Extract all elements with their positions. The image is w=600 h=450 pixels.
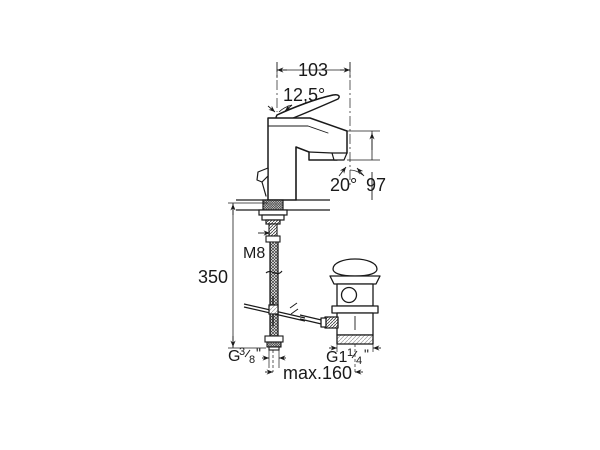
- supply-fraction-slash: [244, 349, 251, 358]
- waste-cap: [332, 258, 378, 277]
- waste-cap-flange: [329, 275, 381, 285]
- label-lever-angle: 12,5°: [283, 85, 325, 105]
- label-supply-thread-num: 3: [239, 346, 245, 358]
- label-supply-thread-quote: ": [256, 345, 261, 361]
- faucet-assembly: [256, 94, 348, 201]
- dimline-20deg-left-arrow: [338, 166, 347, 177]
- label-supply-thread-main: G: [228, 348, 240, 365]
- label-waste-thread-quote: ": [364, 346, 369, 362]
- arc-125deg: [278, 104, 293, 113]
- faucet-body: [267, 117, 348, 201]
- label-supply-thread-den: 8: [249, 354, 255, 366]
- label-lever-thread: M8: [243, 245, 265, 262]
- linkage-break-symbol: [289, 302, 299, 315]
- base-washer: [258, 209, 288, 216]
- spout-underline: [308, 151, 333, 154]
- waste-overflow-hole: [340, 286, 358, 304]
- popup-waste: [320, 258, 381, 345]
- dimline-125deg-right-arrow: [284, 104, 293, 112]
- braided-hose: [269, 241, 279, 337]
- label-waste-thread: G1 1 4 ": [326, 346, 369, 367]
- base-thread: [265, 219, 281, 225]
- popup-clamp: [268, 304, 279, 315]
- base-nut: [261, 214, 285, 221]
- hose-nut-knurl: [266, 341, 282, 348]
- label-spout-angle: 20°: [330, 175, 357, 195]
- label-waste-thread-num: 1: [347, 347, 353, 359]
- dimension-labels: 103 12,5° 20° 97 350 M8 G 3 8 " G1 1 4 ": [198, 60, 386, 383]
- body-shoulder-line: [267, 125, 329, 134]
- lift-rod-tab: [256, 167, 269, 183]
- lift-rod-stem: [261, 181, 267, 197]
- waste-outlet-thread: [336, 334, 374, 345]
- label-supply-thread: G 3 8 ": [228, 345, 261, 366]
- hose-upper-hex: [265, 235, 281, 243]
- label-waste-thread-den: 4: [356, 355, 362, 367]
- hose-tip: [268, 346, 280, 351]
- label-max-spread: max.160: [283, 363, 352, 383]
- m8-stud: [268, 223, 278, 237]
- hose-break-symbol: [265, 270, 283, 275]
- waste-fraction-slash: [351, 350, 358, 359]
- label-spout-reach: 103: [298, 60, 328, 80]
- dimension-lines: [230, 67, 381, 375]
- spout-outlet: [331, 152, 348, 161]
- lever-top-edge: [276, 94, 334, 116]
- label-waste-thread-main: G1: [326, 349, 347, 366]
- label-spout-height: 97: [366, 175, 386, 195]
- label-total-length: 350: [198, 267, 228, 287]
- shank-knurl: [262, 199, 284, 211]
- waste-side-inlet: [324, 316, 339, 329]
- hose-nut-1: [264, 335, 284, 343]
- waste-side-nut: [320, 317, 327, 328]
- waste-mid-flange: [331, 305, 379, 314]
- dimline-125deg-left-arrow: [267, 105, 276, 113]
- mounting-base: [236, 199, 330, 225]
- arc-20deg: [349, 169, 364, 176]
